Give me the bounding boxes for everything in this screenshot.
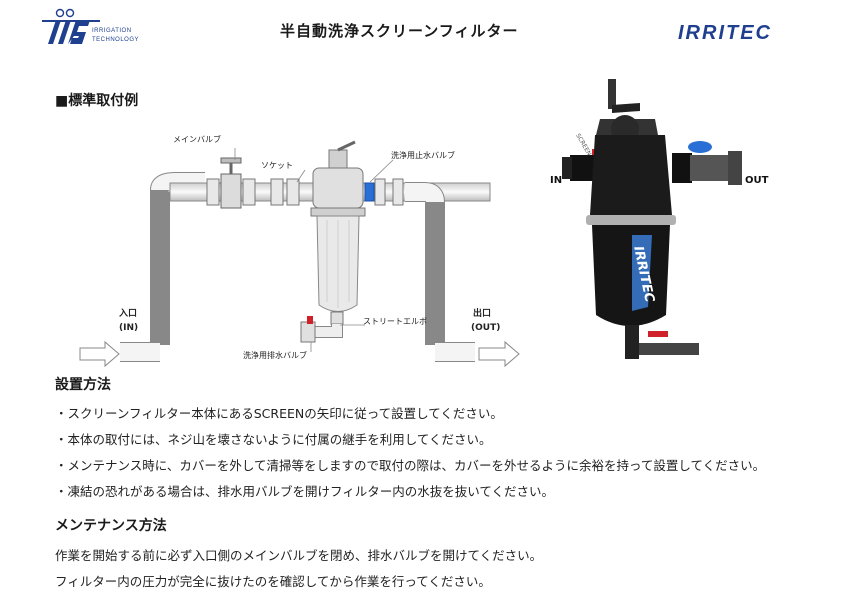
label-straight-elbow: ストリートエルボ: [363, 317, 427, 326]
photo-out-label: OUT: [745, 175, 769, 186]
installation-diagram: メインバルブ ソケット 洗浄用止水バルブ 入口 (IN) 出口 (OUT) スト…: [75, 120, 535, 380]
maintenance-item-2: フィルター内の圧力が完全に抜けたのを確認してから作業を行ってください。: [55, 574, 491, 589]
label-socket: ソケット: [261, 161, 293, 170]
label-drain-valve: 洗浄用排水バルブ: [243, 350, 307, 360]
label-main-valve: メインバルブ: [173, 134, 221, 144]
photo-arrow-text: SCREEN: [574, 133, 592, 158]
label-outlet: 出口: [473, 307, 491, 319]
label-inlet: 入口: [118, 308, 137, 319]
maintenance-item-1: 作業を開始する前に必ず入口側のメインバルブを閉め、排水バルブを開けてください。: [55, 548, 543, 563]
brand-logo: IRRITEC: [678, 22, 772, 44]
maintenance-heading: メンテナンス方法: [55, 518, 167, 534]
label-flush-stop-valve: 洗浄用止水バルブ: [391, 150, 455, 160]
page-title: 半自動洗浄スクリーンフィルター: [280, 22, 519, 40]
installation-item-2: ・本体の取付には、ネジ山を壊さないように付属の継手を利用してください。: [55, 432, 492, 447]
label-inlet-en: (IN): [119, 323, 138, 333]
installation-item-1: ・スクリーンフィルター本体にあるSCREENの矢印に従って設置してください。: [55, 406, 503, 421]
installation-item-3: ・メンテナンス時に、カバーを外して清掃等をしますので取付の際は、カバーを外せるよ…: [55, 458, 766, 473]
product-photo: IRRITEC SCREEN IN OUT: [540, 75, 830, 375]
installation-heading: 設置方法: [55, 377, 111, 393]
installation-item-4: ・凍結の恐れがある場合は、排水用バルブを開けフィルター内の水抜を抜いてください。: [55, 484, 555, 499]
photo-in-label: IN: [550, 175, 562, 186]
logo-subtext-technology: TECHNOLOGY: [92, 37, 140, 43]
label-outlet-en: (OUT): [471, 323, 500, 333]
logo-subtext-irrigation: IRRIGATION: [92, 28, 132, 34]
company-logo: IRRIGATION TECHNOLOGY: [42, 8, 142, 50]
irritec-tech-logo-mark: [42, 8, 100, 44]
install-example-heading: ■標準取付例: [55, 93, 139, 109]
